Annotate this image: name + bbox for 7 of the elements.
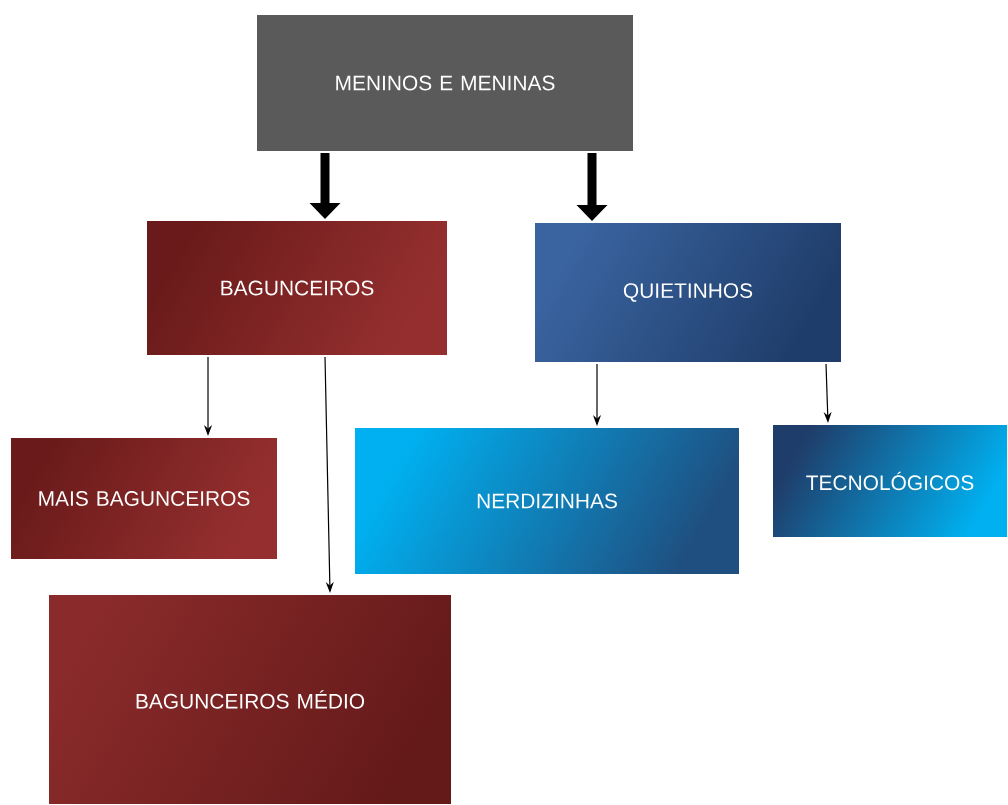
category-box: BAGUNCEIROS <box>145 219 449 357</box>
category-box: BAGUNCEIROS MÉDIO <box>47 593 453 805</box>
category-box: NERDIZINHAS <box>353 426 741 576</box>
category-box: MAIS BAGUNCEIROS <box>9 436 279 561</box>
category-box: QUIETINHOS <box>533 221 843 364</box>
category-box: MENINOS E MENINAS <box>255 13 635 153</box>
category-box: TECNOLÓGICOS <box>771 423 1008 539</box>
